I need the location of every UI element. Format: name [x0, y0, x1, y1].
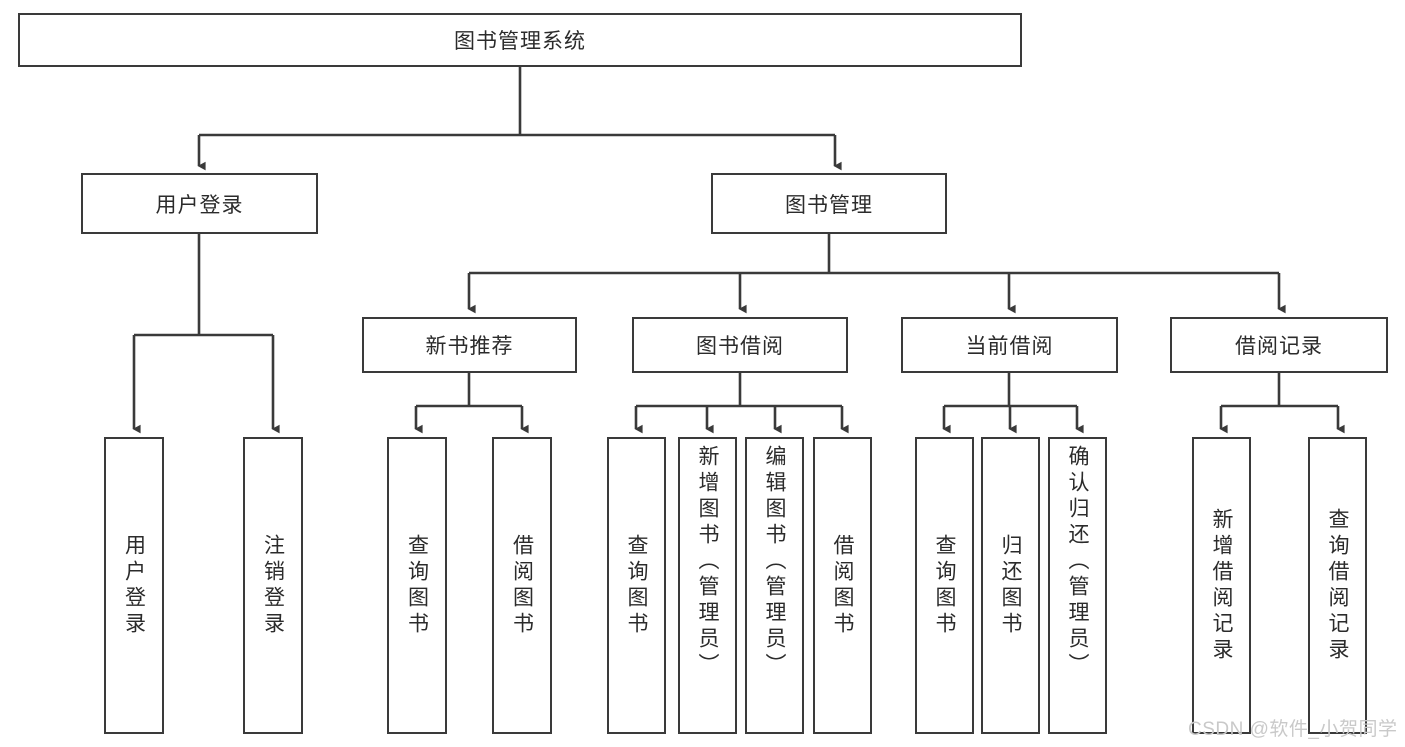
node-root[interactable]: 图书管理系统 [18, 13, 1022, 67]
leaf-user-login-label: 用户登录 [122, 533, 146, 638]
node-new-book-recommend[interactable]: 新书推荐 [362, 317, 577, 373]
leaf-borrow-book-recommend-label: 借阅图书 [510, 533, 534, 638]
leaf-query-book-recommend-label: 查询图书 [405, 533, 429, 638]
leaf-confirm-return-admin-label: 确认归还（管理员） [1066, 445, 1089, 679]
leaf-add-book-admin-label: 新增图书（管理员） [696, 445, 719, 679]
node-user-login[interactable]: 用户登录 [81, 173, 318, 234]
leaf-add-borrow-record-label: 新增借阅记录 [1210, 507, 1233, 664]
leaf-query-book-current-label: 查询图书 [933, 533, 956, 638]
node-current-borrow[interactable]: 当前借阅 [901, 317, 1118, 373]
node-book-borrow[interactable]: 图书借阅 [632, 317, 848, 373]
node-book-management[interactable]: 图书管理 [711, 173, 947, 234]
node-root-label: 图书管理系统 [454, 30, 586, 53]
leaf-query-book-borrow-label: 查询图书 [625, 533, 648, 638]
leaf-logout[interactable]: 注销登录 [243, 437, 303, 734]
csdn-watermark: CSDN @软件_小贺同学 [1188, 719, 1398, 740]
leaf-return-book[interactable]: 归还图书 [981, 437, 1040, 734]
node-borrow-record[interactable]: 借阅记录 [1170, 317, 1388, 373]
node-borrow-record-label: 借阅记录 [1235, 335, 1323, 358]
leaf-add-book-admin[interactable]: 新增图书（管理员） [678, 437, 737, 734]
node-book-management-label: 图书管理 [785, 193, 873, 217]
leaf-query-book-borrow[interactable]: 查询图书 [607, 437, 666, 734]
leaf-user-login[interactable]: 用户登录 [104, 437, 164, 734]
node-current-borrow-label: 当前借阅 [965, 335, 1054, 358]
leaf-query-borrow-record[interactable]: 查询借阅记录 [1308, 437, 1367, 734]
leaf-query-book-current[interactable]: 查询图书 [915, 437, 974, 734]
leaf-logout-label: 注销登录 [261, 533, 285, 638]
leaf-borrow-book-borrow-label: 借阅图书 [831, 533, 854, 638]
leaf-edit-book-admin-label: 编辑图书（管理员） [763, 445, 786, 679]
leaf-confirm-return-admin[interactable]: 确认归还（管理员） [1048, 437, 1107, 734]
leaf-borrow-book-borrow[interactable]: 借阅图书 [813, 437, 872, 734]
node-user-login-label: 用户登录 [155, 193, 244, 217]
node-book-borrow-label: 图书借阅 [696, 335, 784, 358]
leaf-add-borrow-record[interactable]: 新增借阅记录 [1192, 437, 1251, 734]
leaf-query-borrow-record-label: 查询借阅记录 [1326, 507, 1349, 664]
node-new-book-recommend-label: 新书推荐 [425, 335, 514, 358]
leaf-edit-book-admin[interactable]: 编辑图书（管理员） [745, 437, 804, 734]
leaf-query-book-recommend[interactable]: 查询图书 [387, 437, 447, 734]
leaf-borrow-book-recommend[interactable]: 借阅图书 [492, 437, 552, 734]
leaf-return-book-label: 归还图书 [999, 533, 1022, 638]
